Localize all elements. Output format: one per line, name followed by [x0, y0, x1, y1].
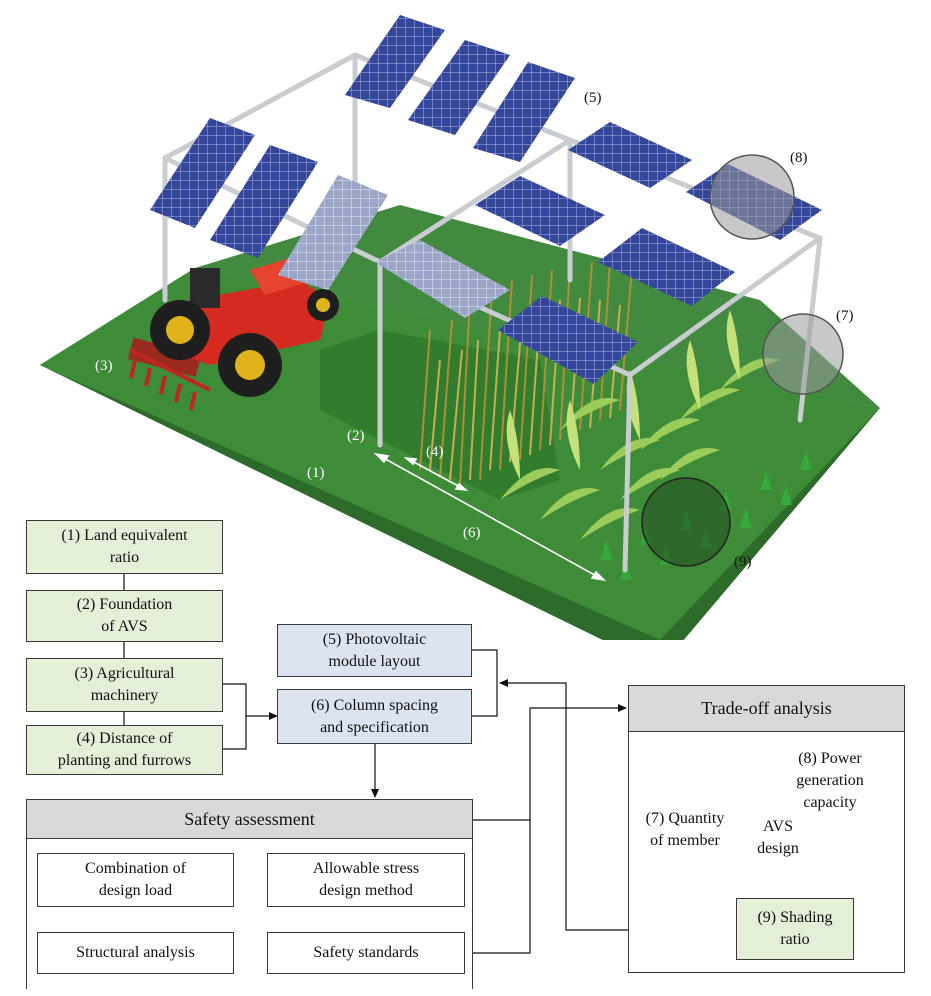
dimension-arrows — [373, 452, 607, 582]
highlight-circle-9 — [641, 477, 731, 567]
highlight-circle-7 — [762, 313, 844, 395]
factor-2-line2: of AVS — [101, 618, 148, 635]
avs-design-label: AVS design — [738, 816, 818, 860]
corn-crop — [500, 310, 780, 540]
power-line2: generation — [796, 772, 864, 789]
asd-line2: design method — [319, 882, 413, 899]
factor-agricultural-machinery: (3) Agricultural machinery — [26, 658, 223, 712]
label-4: (4) — [426, 444, 444, 460]
structural-analysis-box: Structural analysis — [37, 932, 234, 974]
design-load-line1: Combination of — [85, 860, 186, 877]
factor-distance-of-planting: (4) Distance of planting and furrows — [26, 725, 223, 775]
pv-module-layout-box: (5) Photovoltaic module layout — [277, 624, 472, 677]
column-spacing-box: (6) Column spacing and specification — [277, 689, 472, 744]
quantity-of-member-label: (7) Quantity of member — [630, 808, 740, 852]
power-line1: (8) Power — [798, 750, 862, 767]
shading-ratio-box: (9) Shading ratio — [736, 898, 854, 960]
label-8: (8) — [790, 150, 808, 166]
safety-standards-label: Safety standards — [313, 944, 419, 961]
label-1: (1) — [307, 465, 325, 481]
quantity-line2: of member — [650, 832, 720, 849]
factor-1-line2: ratio — [109, 549, 140, 566]
factor-foundation-of-avs: (2) Foundation of AVS — [26, 590, 223, 642]
label-2: (2) — [347, 428, 365, 444]
column-line2: and specification — [320, 718, 429, 736]
asd-line1: Allowable stress — [312, 860, 420, 877]
label-7: (7) — [836, 308, 854, 324]
safety-standards-box: Safety standards — [267, 932, 465, 974]
avs-design-line2: design — [757, 840, 799, 857]
power-line3: capacity — [803, 794, 857, 811]
design-load-line2: design load — [98, 882, 173, 899]
power-generation-label: (8) Power generation capacity — [770, 748, 890, 814]
agrivoltaic-illustration: (1) (2) (3) (4) (5) (6) (7) (8) (9) — [40, 15, 880, 640]
label-5: (5) — [584, 90, 602, 106]
shading-line2: ratio — [780, 931, 810, 948]
label-9: (9) — [734, 554, 752, 570]
allowable-stress-box: Allowable stress design method — [267, 853, 465, 907]
label-3: (3) — [95, 358, 113, 374]
factor-4-line2: planting and furrows — [57, 752, 192, 769]
label-6: (6) — [463, 525, 481, 541]
design-load-box: Combination of design load — [37, 853, 234, 907]
pv-line2: module layout — [328, 652, 421, 670]
structural-analysis-label: Structural analysis — [76, 944, 195, 961]
factor-4-line1: (4) Distance of — [76, 730, 173, 747]
avs-design-line1: AVS — [763, 818, 793, 835]
factor-land-equivalent-ratio: (1) Land equivalent ratio — [26, 520, 223, 574]
shading-line1: (9) Shading — [757, 909, 833, 926]
column-line1: (6) Column spacing — [310, 696, 439, 714]
safety-assessment-title: Safety assessment — [184, 808, 315, 829]
quantity-line1: (7) Quantity — [645, 810, 725, 827]
safety-assessment-header: Safety assessment — [26, 799, 473, 839]
tractor — [127, 255, 339, 411]
pv-line1: (5) Photovoltaic — [322, 630, 427, 648]
factor-3-line2: machinery — [90, 687, 159, 704]
factor-3-line1: (3) Agricultural — [74, 665, 175, 682]
tradeoff-header: Trade-off analysis — [628, 685, 905, 732]
tradeoff-title: Trade-off analysis — [701, 698, 832, 718]
factor-1-line1: (1) Land equivalent — [61, 527, 188, 544]
factor-2-line1: (2) Foundation — [76, 596, 173, 613]
highlight-circle-8 — [709, 154, 795, 240]
